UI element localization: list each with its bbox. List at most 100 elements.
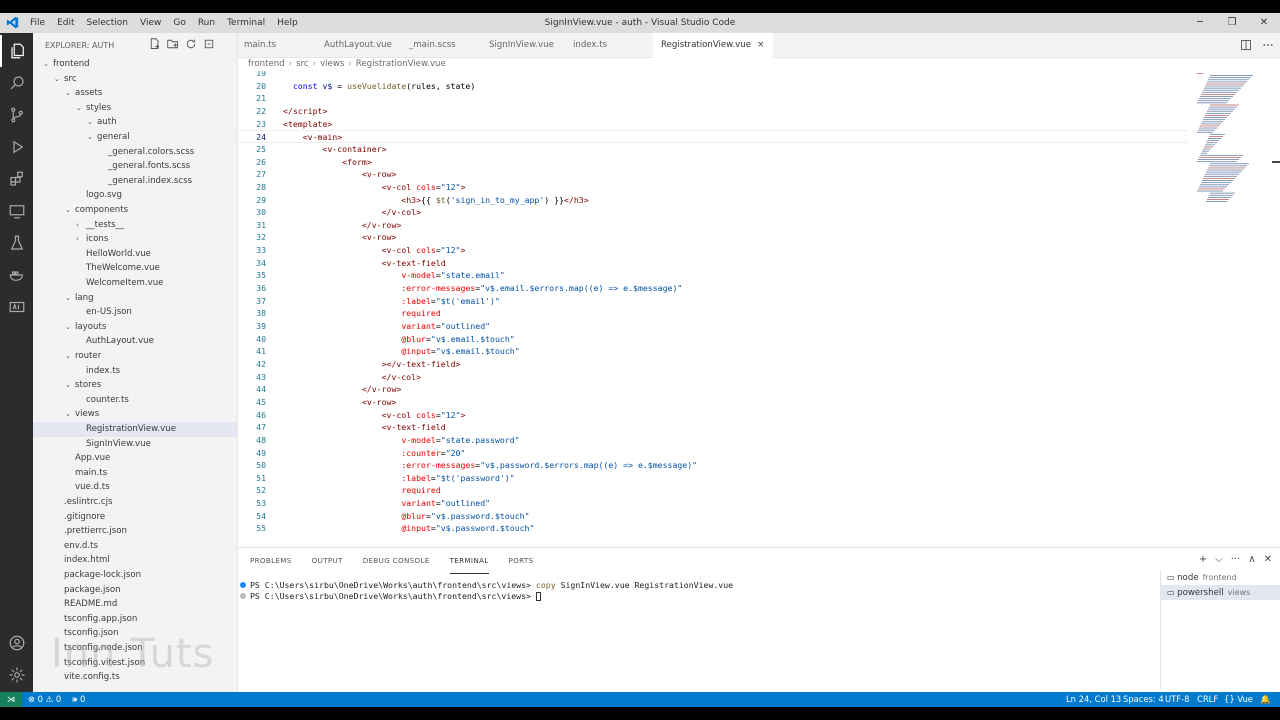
tree-item[interactable]: WelcomeItem.vue [33, 276, 237, 291]
tree-item[interactable]: ⌄router [33, 349, 237, 364]
panel-tab-terminal[interactable]: TERMINAL [449, 548, 489, 574]
collapse-all-icon[interactable] [203, 38, 215, 50]
menu-help[interactable]: Help [277, 18, 298, 28]
tree-item[interactable]: vue.d.ts [33, 480, 237, 495]
extensions-icon[interactable] [0, 163, 33, 195]
source-control-icon[interactable] [0, 99, 33, 131]
tree-item[interactable]: ›__tests__ [33, 218, 237, 233]
notifications-bell-icon[interactable]: 🔔 [1260, 694, 1271, 704]
tree-item[interactable]: counter.ts [33, 393, 237, 408]
new-file-icon[interactable] [149, 38, 161, 50]
tree-item[interactable]: index.html [33, 553, 237, 568]
refresh-icon[interactable] [185, 38, 197, 50]
encoding[interactable]: UTF-8 [1165, 694, 1190, 704]
panel-tab-debug-console[interactable]: DEBUG CONSOLE [362, 556, 430, 565]
tree-item[interactable]: logo.svg [33, 188, 237, 203]
tree-item[interactable]: en-US.json [33, 305, 237, 320]
menu-run[interactable]: Run [197, 18, 216, 28]
close-panel-icon[interactable]: ✕ [1263, 554, 1272, 565]
ports-count[interactable]: 🕪 0 [72, 694, 86, 704]
search-icon[interactable] [0, 67, 33, 99]
more-actions-icon[interactable] [1262, 39, 1274, 51]
close-tab-icon[interactable]: × [756, 40, 765, 50]
terminal[interactable]: PS C:\Users\sirbu\OneDrive\Works\auth\fr… [238, 578, 1156, 688]
menu-view[interactable]: View [139, 18, 162, 28]
tree-item[interactable]: tsconfig.app.json [33, 612, 237, 627]
tree-item[interactable]: ⌄layouts [33, 320, 237, 335]
tab-main-ts[interactable]: main.ts [244, 33, 276, 58]
tree-item[interactable]: .gitignore [33, 510, 237, 525]
tree-item[interactable]: tsconfig.node.json [33, 641, 237, 656]
tree-item[interactable]: ⌄styles [33, 101, 237, 116]
tree-item[interactable]: ⌄assets [33, 86, 237, 101]
panel-tab-ports[interactable]: PORTS [508, 556, 534, 565]
tree-item[interactable]: HelloWorld.vue [33, 247, 237, 262]
remote-indicator[interactable]: ⋊ [0, 692, 22, 707]
testing-icon[interactable] [0, 227, 33, 259]
tree-item[interactable]: .prettierrc.json [33, 524, 237, 539]
tree-item[interactable]: package-lock.json [33, 568, 237, 583]
docker-icon[interactable] [0, 259, 33, 291]
tree-item[interactable]: tsconfig.json [33, 626, 237, 641]
tree-item[interactable]: ⌄views [33, 407, 237, 422]
terminal-dropdown-icon[interactable]: ⌵ [1215, 554, 1223, 565]
tree-item[interactable]: TheWelcome.vue [33, 261, 237, 276]
tree-item[interactable]: ⌄src [33, 72, 237, 87]
tab-signinview-vue[interactable]: SignInView.vue [489, 33, 554, 58]
tree-item[interactable]: index.ts [33, 364, 237, 379]
settings-gear-icon[interactable] [0, 659, 33, 691]
menu-go[interactable]: Go [173, 18, 186, 28]
tree-item[interactable]: ⌄auth [33, 115, 237, 130]
tree-item[interactable]: ⌄components [33, 203, 237, 218]
language-mode[interactable]: {} Vue [1224, 694, 1253, 704]
tree-item[interactable]: SignInView.vue [33, 437, 237, 452]
maximize-panel-icon[interactable]: ∧ [1248, 554, 1256, 565]
tree-item[interactable]: ›icons [33, 232, 237, 247]
menu-terminal[interactable]: Terminal [227, 18, 266, 28]
restore-button[interactable]: ❐ [1227, 17, 1237, 28]
remote-explorer-icon[interactable] [0, 195, 33, 227]
breadcrumb-item[interactable]: views [320, 59, 345, 69]
minimap[interactable] [1195, 71, 1270, 211]
breadcrumb-item[interactable]: src [296, 59, 309, 69]
tree-item[interactable]: env.d.ts [33, 539, 237, 554]
tree-item[interactable]: ⌄frontend [33, 57, 237, 72]
split-editor-icon[interactable] [1240, 39, 1252, 51]
panel-tab-problems[interactable]: PROBLEMS [250, 556, 292, 565]
new-terminal-icon[interactable]: + [1198, 554, 1208, 565]
breadcrumb-item[interactable]: RegistrationView.vue [355, 59, 446, 69]
more-icon[interactable]: ··· [1230, 554, 1241, 565]
tree-item[interactable]: AuthLayout.vue [33, 334, 237, 349]
tree-item[interactable]: App.vue [33, 451, 237, 466]
tree-item[interactable]: _general.index.scss [33, 174, 237, 189]
tree-item[interactable]: ⌄stores [33, 378, 237, 393]
tab-registrationview-vue[interactable]: RegistrationView.vue× [653, 33, 773, 58]
tree-item[interactable]: ⌄general [33, 130, 237, 145]
tree-item[interactable]: ⌄lang [33, 291, 237, 306]
tree-item[interactable]: README.md [33, 597, 237, 612]
menu-edit[interactable]: Edit [57, 18, 75, 28]
cursor-position[interactable]: Ln 24, Col 13 [1066, 694, 1122, 704]
line-endings[interactable]: CRLF [1197, 694, 1219, 704]
explorer-icon[interactable] [0, 35, 33, 67]
run-debug-icon[interactable] [0, 131, 33, 163]
tab--main-scss[interactable]: _main.scss [409, 33, 456, 58]
menu-file[interactable]: File [30, 18, 46, 28]
api-icon[interactable] [0, 291, 33, 323]
tree-item[interactable]: _general.colors.scss [33, 145, 237, 160]
new-folder-icon[interactable] [167, 38, 179, 50]
menu-selection[interactable]: Selection [86, 18, 128, 28]
tab-index-ts[interactable]: index.ts [573, 33, 607, 58]
tree-item[interactable]: RegistrationView.vue [33, 422, 237, 437]
indentation[interactable]: Spaces: 4 [1123, 694, 1164, 704]
tab-authlayout-vue[interactable]: AuthLayout.vue [324, 33, 392, 58]
minimize-button[interactable]: ─ [1196, 17, 1204, 28]
tree-item[interactable]: main.ts [33, 466, 237, 481]
panel-tab-output[interactable]: OUTPUT [311, 556, 343, 565]
breadcrumb-item[interactable]: frontend [248, 59, 285, 69]
tree-item[interactable]: vite.config.ts [33, 670, 237, 685]
tree-item[interactable]: _general.fonts.scss [33, 159, 237, 174]
problems-count[interactable]: ⊗ 0 ⚠ 0 [28, 694, 62, 704]
